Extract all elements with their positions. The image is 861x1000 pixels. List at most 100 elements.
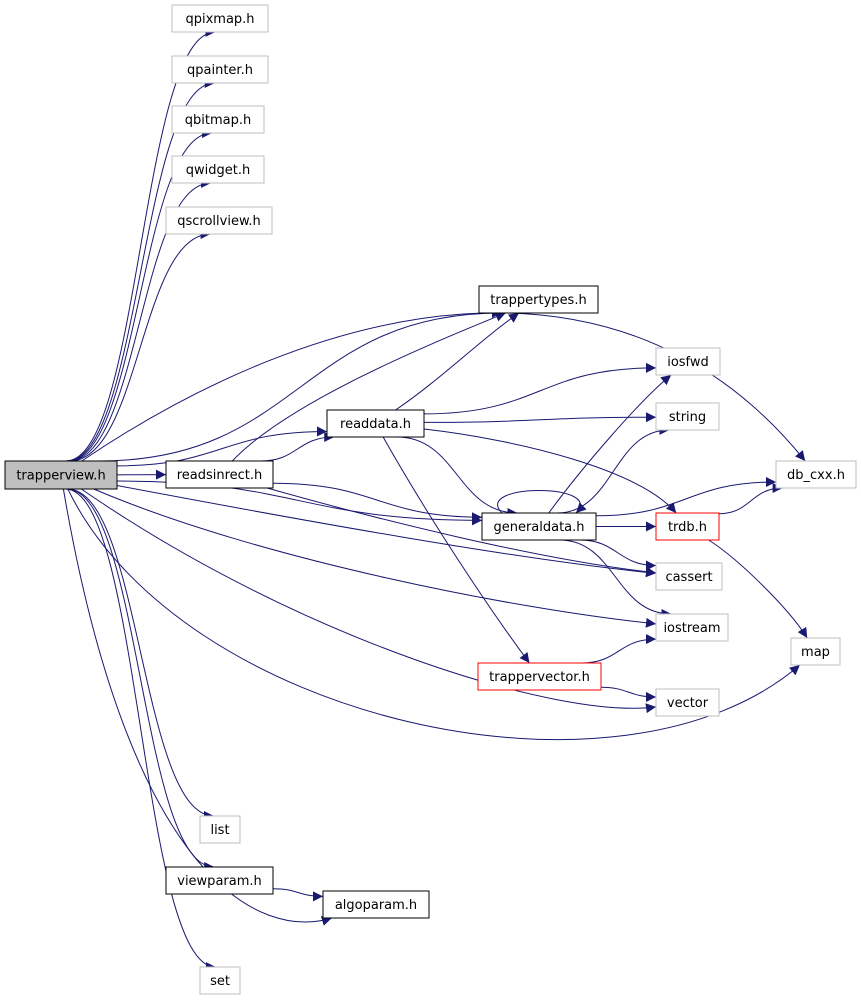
node-box [322, 890, 430, 919]
edge-readdata-to-trappertypes [395, 312, 520, 411]
node-box [655, 402, 720, 431]
node-vector[interactable]: vector [655, 688, 720, 717]
node-iostream[interactable]: iostream [655, 613, 729, 642]
edge-readdata-to-generaldata [396, 436, 518, 518]
node-label: algoparam.h [335, 898, 417, 913]
node-box [790, 637, 841, 666]
node-label: map [801, 645, 830, 660]
nodes: trapperview.h qpixmap.h qpainter.h qbitmap.… [4, 4, 857, 995]
edge-trappervector-to-vector [600, 686, 657, 702]
node-box [326, 409, 425, 438]
node-box [775, 460, 857, 489]
node-generaldata[interactable]: generaldata.h [481, 512, 597, 541]
node-trappertypes[interactable]: trappertypes.h [478, 285, 599, 314]
node-box [165, 866, 274, 895]
edge-trapperview-to-set [65, 488, 216, 972]
node-qpainter[interactable]: qpainter.h [171, 55, 269, 84]
edge-trapperview-to-readdata [116, 426, 328, 467]
node-box [655, 512, 720, 541]
node-box [655, 562, 723, 591]
edge-trapperview-to-cassert [116, 485, 657, 578]
node-trappervector[interactable]: trappervector.h [477, 662, 602, 691]
node-box [655, 613, 729, 642]
edge-trapperview-to-qpainter [66, 78, 215, 462]
node-box [199, 815, 241, 844]
node-label: viewparam.h [177, 874, 262, 889]
node-box [165, 206, 273, 235]
edge-readsinrect-to-trappertypes [231, 312, 506, 462]
node-set[interactable]: set [199, 966, 241, 995]
edge-trapperview-to-trappertypes [99, 308, 502, 462]
node-label: qscrollview.h [177, 214, 261, 229]
node-box [171, 55, 269, 84]
node-box [171, 105, 265, 134]
node-box [4, 460, 118, 490]
node-map[interactable]: map [790, 637, 841, 666]
node-qbitmap[interactable]: qbitmap.h [171, 105, 265, 134]
node-string[interactable]: string [655, 402, 720, 431]
node-label: iosfwd [667, 355, 709, 370]
edge-trappervector-to-iostream [581, 634, 657, 664]
edge-trapperview-to-viewparam [66, 488, 215, 872]
node-label: db_cxx.h [787, 468, 845, 483]
edge-readsinrect-to-cassert [266, 487, 657, 577]
node-readsinrect[interactable]: readsinrect.h [165, 460, 274, 489]
edge-trapperview-to-qscrollview [69, 229, 211, 462]
node-qscrollview[interactable]: qscrollview.h [165, 206, 273, 235]
node-label: list [210, 823, 229, 838]
node-label: vector [667, 696, 709, 711]
edge-trapperview-to-qpixmap [65, 27, 216, 462]
node-label: qbitmap.h [185, 113, 251, 128]
edge-generaldata-to-iostream [559, 539, 672, 619]
node-label: trappertypes.h [490, 293, 586, 308]
node-label: qpainter.h [187, 63, 253, 78]
node-label: trdb.h [668, 520, 707, 535]
node-label: iostream [663, 621, 720, 636]
node-viewparam[interactable]: viewparam.h [165, 866, 274, 895]
edges [62, 27, 808, 972]
edge-generaldata-to-iosfwd [548, 374, 672, 514]
edge-generaldata-to-cassert [579, 539, 657, 571]
edge-trapperview-to-iostream [93, 488, 657, 628]
edge-trapperview-to-algoparam [62, 488, 333, 926]
node-algoparam[interactable]: algoparam.h [322, 890, 430, 919]
edge-trapperview-to-db_cxx [81, 312, 806, 462]
node-iosfwd[interactable]: iosfwd [655, 347, 721, 376]
node-box [655, 347, 721, 376]
node-box [477, 662, 602, 691]
node-qwidget[interactable]: qwidget.h [171, 155, 265, 184]
node-box [171, 4, 269, 33]
edge-readdata-to-trappervector [382, 436, 530, 664]
edge-trapperview-to-list [67, 488, 214, 821]
edge-trapperview-to-qwidget [68, 178, 212, 462]
node-label: qpixmap.h [185, 12, 254, 27]
node-list[interactable]: list [199, 815, 241, 844]
edge-trdb-to-db_cxx [718, 483, 783, 515]
node-box [655, 688, 720, 717]
node-box [171, 155, 265, 184]
edge-trdb-to-map [708, 539, 808, 639]
edge-generaldata-to-string [557, 425, 670, 514]
node-trapperview[interactable]: trapperview.h [4, 460, 118, 490]
edge-generaldata-to-generaldata [497, 490, 587, 514]
node-label: trapperview.h [16, 469, 105, 484]
node-readdata[interactable]: readdata.h [326, 409, 425, 438]
node-box [478, 285, 599, 314]
edge-readdata-to-string [423, 412, 657, 423]
node-label: string [669, 410, 706, 425]
node-label: readsinrect.h [177, 468, 263, 483]
node-label: generaldata.h [493, 520, 584, 535]
node-label: readdata.h [340, 417, 411, 432]
node-cassert[interactable]: cassert [655, 562, 723, 591]
node-trdb[interactable]: trdb.h [655, 512, 720, 541]
edge-viewparam-to-algoparam [272, 888, 324, 902]
node-box [199, 966, 241, 995]
node-label: qwidget.h [186, 163, 250, 178]
edge-trapperview-to-vector [80, 488, 657, 714]
node-db_cxx[interactable]: db_cxx.h [775, 460, 857, 489]
node-qpixmap[interactable]: qpixmap.h [171, 4, 269, 33]
node-box [481, 512, 597, 541]
edge-generaldata-to-db_cxx [595, 477, 777, 517]
edge-readsinrect-to-generaldata [272, 482, 483, 523]
